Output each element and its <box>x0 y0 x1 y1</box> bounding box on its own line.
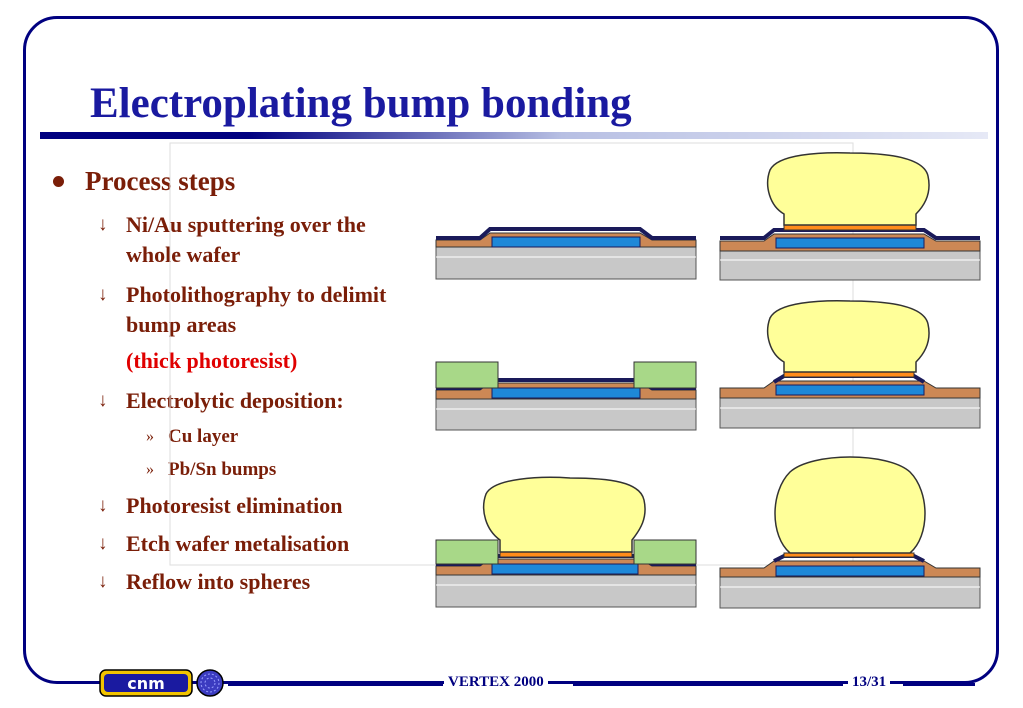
svg-text:cnm: cnm <box>127 674 165 693</box>
photoresist-note: (thick photoresist) <box>126 348 298 373</box>
solder-bump <box>766 152 930 226</box>
footer-conference: VERTEX 2000 <box>444 674 548 691</box>
panel-stripped <box>719 152 981 281</box>
panel-etched <box>719 300 981 429</box>
blue-pad <box>775 237 925 249</box>
substrate <box>719 250 981 281</box>
panel-sputtering <box>435 227 697 280</box>
solder-bump <box>482 476 646 553</box>
step-reflow: Reflow into spheres <box>126 569 311 594</box>
arrow-bullet-icon: ↓ <box>98 284 108 305</box>
arrow-bullet-icon: ↓ <box>98 390 108 411</box>
step-photolithography-line2: bump areas <box>126 312 237 337</box>
photoresist-left <box>435 361 499 389</box>
panel-reflowed <box>719 456 981 609</box>
panel-deposition <box>435 476 697 608</box>
step-etch-metalisation: Etch wafer metalisation <box>126 531 350 556</box>
step-photolithography-line1: Photolithography to delimit <box>126 282 387 307</box>
sub-bullet-icon: » <box>146 428 154 445</box>
arrow-bullet-icon: ↓ <box>98 571 108 592</box>
photoresist-right <box>633 361 697 389</box>
blue-pad <box>775 565 925 577</box>
blue-pad <box>775 384 925 396</box>
footer-rule-right <box>903 683 975 686</box>
photoresist-left <box>435 539 499 565</box>
substrate <box>435 246 697 280</box>
blue-pad <box>491 387 641 399</box>
substep-pbsn-bumps: Pb/Sn bumps <box>168 459 277 480</box>
title-underline <box>40 132 988 139</box>
blue-pad <box>491 563 639 575</box>
footer-rule-middle <box>573 683 843 686</box>
slide-title: Electroplating bump bonding <box>90 80 632 127</box>
arrow-bullet-icon: ↓ <box>98 533 108 554</box>
step-sputtering-line2: whole wafer <box>126 242 241 267</box>
bullet-dot-icon <box>53 176 64 187</box>
step-sputtering-line1: Ni/Au sputtering over the <box>126 212 366 237</box>
process-steps-heading: Process steps <box>85 166 236 196</box>
substrate <box>435 574 697 608</box>
sub-bullet-icon: » <box>146 461 154 478</box>
footer-rule-left <box>228 683 443 686</box>
solder-sphere <box>774 456 926 554</box>
panel-photolithography <box>435 361 697 431</box>
substrate <box>719 576 981 609</box>
substep-cu-layer: Cu layer <box>168 426 239 447</box>
arrow-bullet-icon: ↓ <box>98 495 108 516</box>
blue-pad <box>491 236 641 248</box>
step-deposition: Electrolytic deposition: <box>126 388 344 413</box>
cnm-logo-icon: cnm <box>99 669 224 697</box>
solder-bump <box>766 300 930 373</box>
substrate <box>719 397 981 429</box>
metal-layer <box>436 227 696 240</box>
substrate <box>435 398 697 431</box>
arrow-bullet-icon: ↓ <box>98 214 108 235</box>
footer-page-number: 13/31 <box>848 674 891 691</box>
step-photoresist-elimination: Photoresist elimination <box>126 493 343 518</box>
photoresist-right <box>633 539 697 565</box>
